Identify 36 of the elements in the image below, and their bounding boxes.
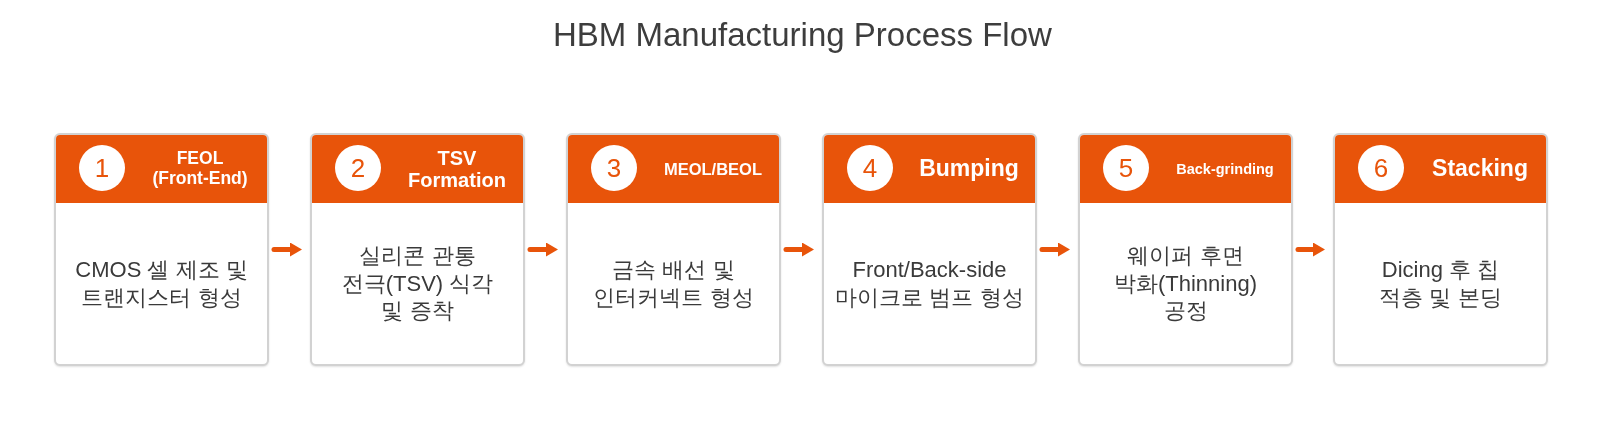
- step-description: CMOS 셀 제조 및 트랜지스터 형성: [74, 256, 249, 311]
- step-description: 실리콘 관통 전극(TSV) 식각 및 증착: [341, 242, 494, 325]
- step-title: Back-grinding: [1175, 160, 1275, 178]
- process-card: [1333, 133, 1548, 366]
- arrow: [783, 242, 814, 257]
- process-card: [822, 133, 1037, 366]
- step-description: 웨이퍼 후면 박화(Thinning) 공정: [1113, 242, 1258, 325]
- step-title: TSV Formation: [407, 146, 507, 192]
- step-description: Front/Back-side 마이크로 범프 형성: [834, 256, 1025, 311]
- card-header: [56, 135, 267, 203]
- process-card: [1078, 133, 1293, 366]
- process-card: [310, 133, 525, 366]
- card-header: [312, 135, 523, 203]
- step-title: MEOL/BEOL: [663, 159, 763, 179]
- step-description: Dicing 후 칩 적층 및 본딩: [1378, 256, 1503, 311]
- step-number-circle: 2: [335, 145, 381, 191]
- diagram-title: HBM Manufacturing Process Flow: [553, 15, 1052, 55]
- card-header: [824, 135, 1035, 203]
- arrow: [527, 242, 558, 257]
- arrow: [1295, 242, 1325, 257]
- step-number-circle: 1: [79, 145, 125, 191]
- step-number-circle: 6: [1358, 145, 1404, 191]
- process-card: [566, 133, 781, 366]
- arrow: [271, 242, 302, 257]
- card-header: [568, 135, 779, 203]
- step-description: 금속 배선 및 인터커넥트 형성: [592, 256, 755, 311]
- step-title: Stacking: [1431, 156, 1529, 182]
- step-number-circle: 3: [591, 145, 637, 191]
- card-header: [1335, 135, 1546, 203]
- step-number-circle: 5: [1103, 145, 1149, 191]
- step-title: FEOL (Front-End): [151, 149, 249, 189]
- step-title: Bumping: [918, 156, 1020, 182]
- card-header: [1080, 135, 1291, 203]
- process-card: [54, 133, 269, 366]
- step-number-circle: 4: [847, 145, 893, 191]
- arrow: [1039, 242, 1070, 257]
